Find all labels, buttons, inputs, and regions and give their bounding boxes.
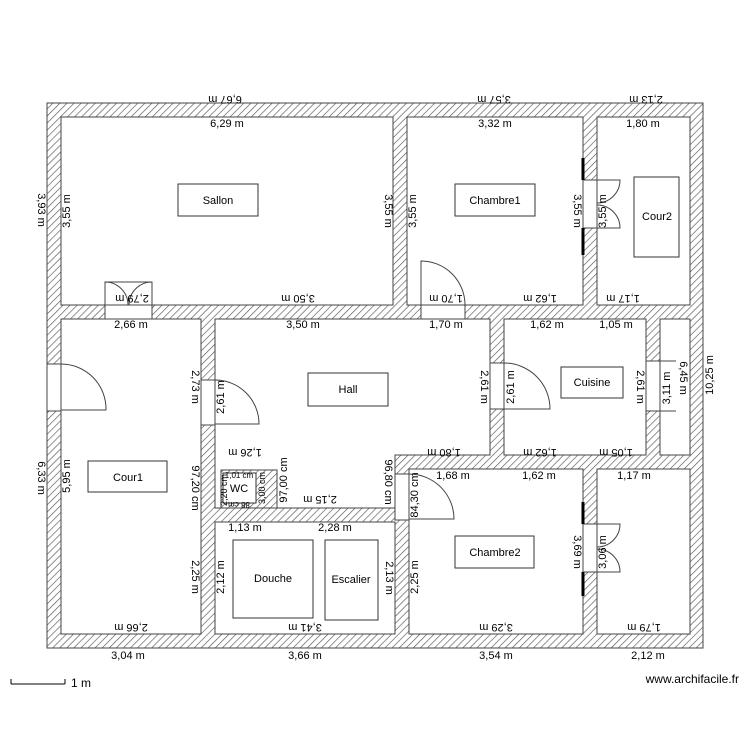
dim-cuis-e2: 6,45 m (677, 361, 689, 395)
dim-left-1: 3,93 m (35, 193, 47, 227)
dim-top-1: 6,67 m (208, 93, 242, 105)
dim-br-w: 1,17 m (617, 470, 651, 482)
dim-cuis-e1: 3,11 m (661, 372, 673, 405)
dim-wc-f: 88 cm (228, 500, 250, 509)
dim-bottom-2: 3,66 m (288, 650, 322, 662)
dim-dou-b: 3,41 m (288, 621, 322, 633)
dim-top-2: 3,57 m (477, 93, 511, 105)
dim-ch2-d: 84,30 cm (409, 472, 421, 517)
room-label-hall: Hall (339, 384, 358, 396)
dim-cuis-h-r: 2,61 m (634, 370, 646, 404)
walls (46, 102, 704, 649)
dim-hall-h-l: 2,73 m (189, 370, 201, 404)
dim-br-h: 3,06 m (597, 535, 609, 569)
dim-br-b: 1,79 m (627, 621, 661, 633)
room-boxes (87, 176, 680, 621)
room-label-cuisine: Cuisine (574, 377, 611, 389)
dim-dou-h-r: 2,13 m (383, 561, 395, 595)
dim-dou-w1: 1,13 m (228, 522, 262, 534)
dim-sallon-b1: 2,79 m (115, 292, 149, 304)
doors (46, 179, 676, 573)
dim-sallon-h-l: 3,55 m (61, 194, 73, 228)
dim-wc-b: 97,00 cm (278, 457, 290, 502)
dim-sallon-w: 6,29 m (210, 118, 244, 130)
dim-hall-w2: 1,70 m (429, 319, 463, 331)
dim-hall-b2: 1,80 m (427, 446, 461, 458)
scale-label: 1 m (71, 676, 91, 690)
dim-hall-c1: 2,15 m (303, 493, 337, 505)
dim-ch2-h-l: 2,25 m (409, 560, 421, 594)
room-label-escalier: Escalier (331, 574, 370, 586)
dim-cuis-b2: 1,05 m (599, 446, 633, 458)
dim-ch2-h-r: 3,69 m (571, 535, 583, 569)
dim-cuis-w: 1,62 m (530, 319, 564, 331)
room-label-chambre1: Chambre1 (469, 195, 520, 207)
dim-cuis-w2: 1,05 m (599, 319, 633, 331)
dim-bottom-4: 2,12 m (631, 650, 665, 662)
dim-ch1-w: 3,32 m (478, 118, 512, 130)
dim-right-1: 10,25 m (704, 355, 716, 395)
room-label-cour1: Cour1 (113, 472, 143, 484)
dim-ch2-w: 1,68 m (436, 470, 470, 482)
dim-dou-w2: 2,28 m (318, 522, 352, 534)
dim-bottom-3: 3,54 m (479, 650, 513, 662)
dim-sallon-b2: 3,50 m (281, 292, 315, 304)
dim-cour1-h: 5,95 m (61, 459, 73, 493)
dim-cour1-w: 2,66 m (114, 319, 148, 331)
dim-wc-a: 97,20 cm (189, 465, 201, 510)
dim-ch1-h-l: 3,55 m (407, 194, 419, 228)
dim-ch1-b1: 1,70 m (429, 292, 463, 304)
dim-ch2-b: 3,29 m (479, 621, 513, 633)
dim-left-2: 6,33 m (35, 461, 47, 495)
dim-ch2-w2: 1,62 m (522, 470, 556, 482)
dim-hall-c2: 96,80 cm (382, 459, 394, 504)
dim-hall-h-l2: 2,61 m (215, 380, 227, 414)
dim-wc-c: 3,00 cm (257, 472, 267, 504)
dim-hall-b1: 1,26 m (228, 446, 262, 458)
dim-cour2-b: 1,17 m (606, 292, 640, 304)
dim-cuis-h-l: 2,61 m (505, 370, 517, 404)
dim-ch1-b2: 1,62 m (523, 292, 557, 304)
dim-hall-h-r: 2,61 m (478, 370, 490, 404)
scale-bar (10, 679, 66, 685)
dim-bottom-1: 3,04 m (111, 650, 145, 662)
room-label-chambre2: Chambre2 (469, 547, 520, 559)
dim-ch1-h-r: 3,55 m (571, 194, 583, 228)
dim-top-3: 2,13 m (629, 93, 663, 105)
dim-sallon-h-r: 3,55 m (382, 194, 394, 228)
room-label-sallon: Sallon (203, 195, 234, 207)
dim-dou-h-l2: 2,12 m (215, 560, 227, 594)
dim-wc-d: 2,20 cm (219, 474, 229, 506)
room-label-douche: Douche (254, 573, 292, 585)
dim-dou-h-l: 2,25 m (189, 560, 201, 594)
dim-cour2-h: 3,55 m (597, 194, 609, 228)
dim-cour1-b: 2,66 m (114, 621, 148, 633)
dim-cuis-b1: 1,62 m (523, 446, 557, 458)
dim-cour2-w: 1,80 m (626, 118, 660, 130)
room-label-cour2: Cour2 (642, 211, 672, 223)
room-label-wc: WC (230, 483, 248, 495)
dim-wc-e: 1,01 cm (225, 471, 254, 480)
dim-hall-w: 3,50 m (286, 319, 320, 331)
watermark: www.archifacile.fr (645, 672, 739, 686)
